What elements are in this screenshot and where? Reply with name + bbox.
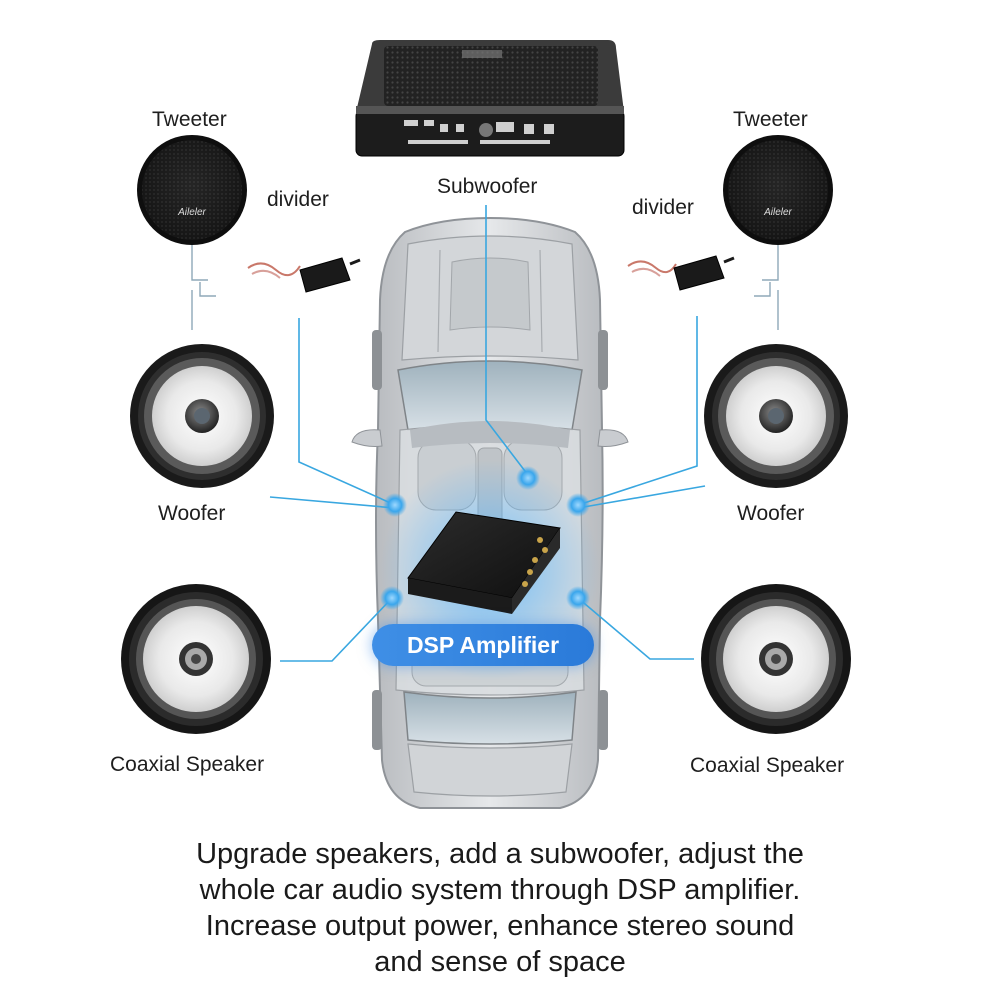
subwoofer-unit (355, 40, 625, 157)
woofer-right-label: Woofer (737, 502, 805, 525)
woofer-left-speaker (130, 344, 274, 488)
tweeter-left-logo: Aileler (177, 207, 206, 218)
divider-left-device (247, 257, 361, 293)
tweeter-right-label: Tweeter (733, 108, 808, 131)
caption-line-2: whole car audio system through DSP ampli… (199, 874, 801, 906)
tweeter-left-label: Tweeter (152, 108, 227, 131)
coaxial-right-speaker (701, 584, 851, 734)
tweeter-right-logo: Aileler (763, 207, 792, 218)
coaxial-left-speaker (121, 584, 271, 734)
connector-lines (269, 205, 706, 662)
dsp-amplifier-device (407, 511, 561, 614)
dsp-amplifier-label: DSP Amplifier (372, 624, 594, 666)
caption-line-3: Increase output power, enhance stereo so… (205, 910, 795, 942)
woofer-right-speaker (704, 344, 848, 488)
description-caption: Upgrade speakers, add a subwoofer, adjus… (60, 836, 940, 980)
caption-line-1: Upgrade speakers, add a subwoofer, adjus… (196, 838, 804, 870)
divider-right-device (627, 255, 735, 291)
connection-dots (380, 466, 590, 610)
speaker-wiring (191, 245, 779, 330)
coaxial-right-label: Coaxial Speaker (690, 754, 845, 777)
woofer-left-label: Woofer (158, 502, 226, 525)
divider-left-label: divider (267, 188, 329, 211)
subwoofer-label: Subwoofer (437, 175, 538, 198)
tweeter-right-speaker (723, 135, 833, 245)
caption-line-4: and sense of space (374, 946, 626, 978)
divider-right-label: divider (632, 196, 694, 219)
tweeter-left-speaker (137, 135, 247, 245)
coaxial-left-label: Coaxial Speaker (110, 753, 265, 776)
